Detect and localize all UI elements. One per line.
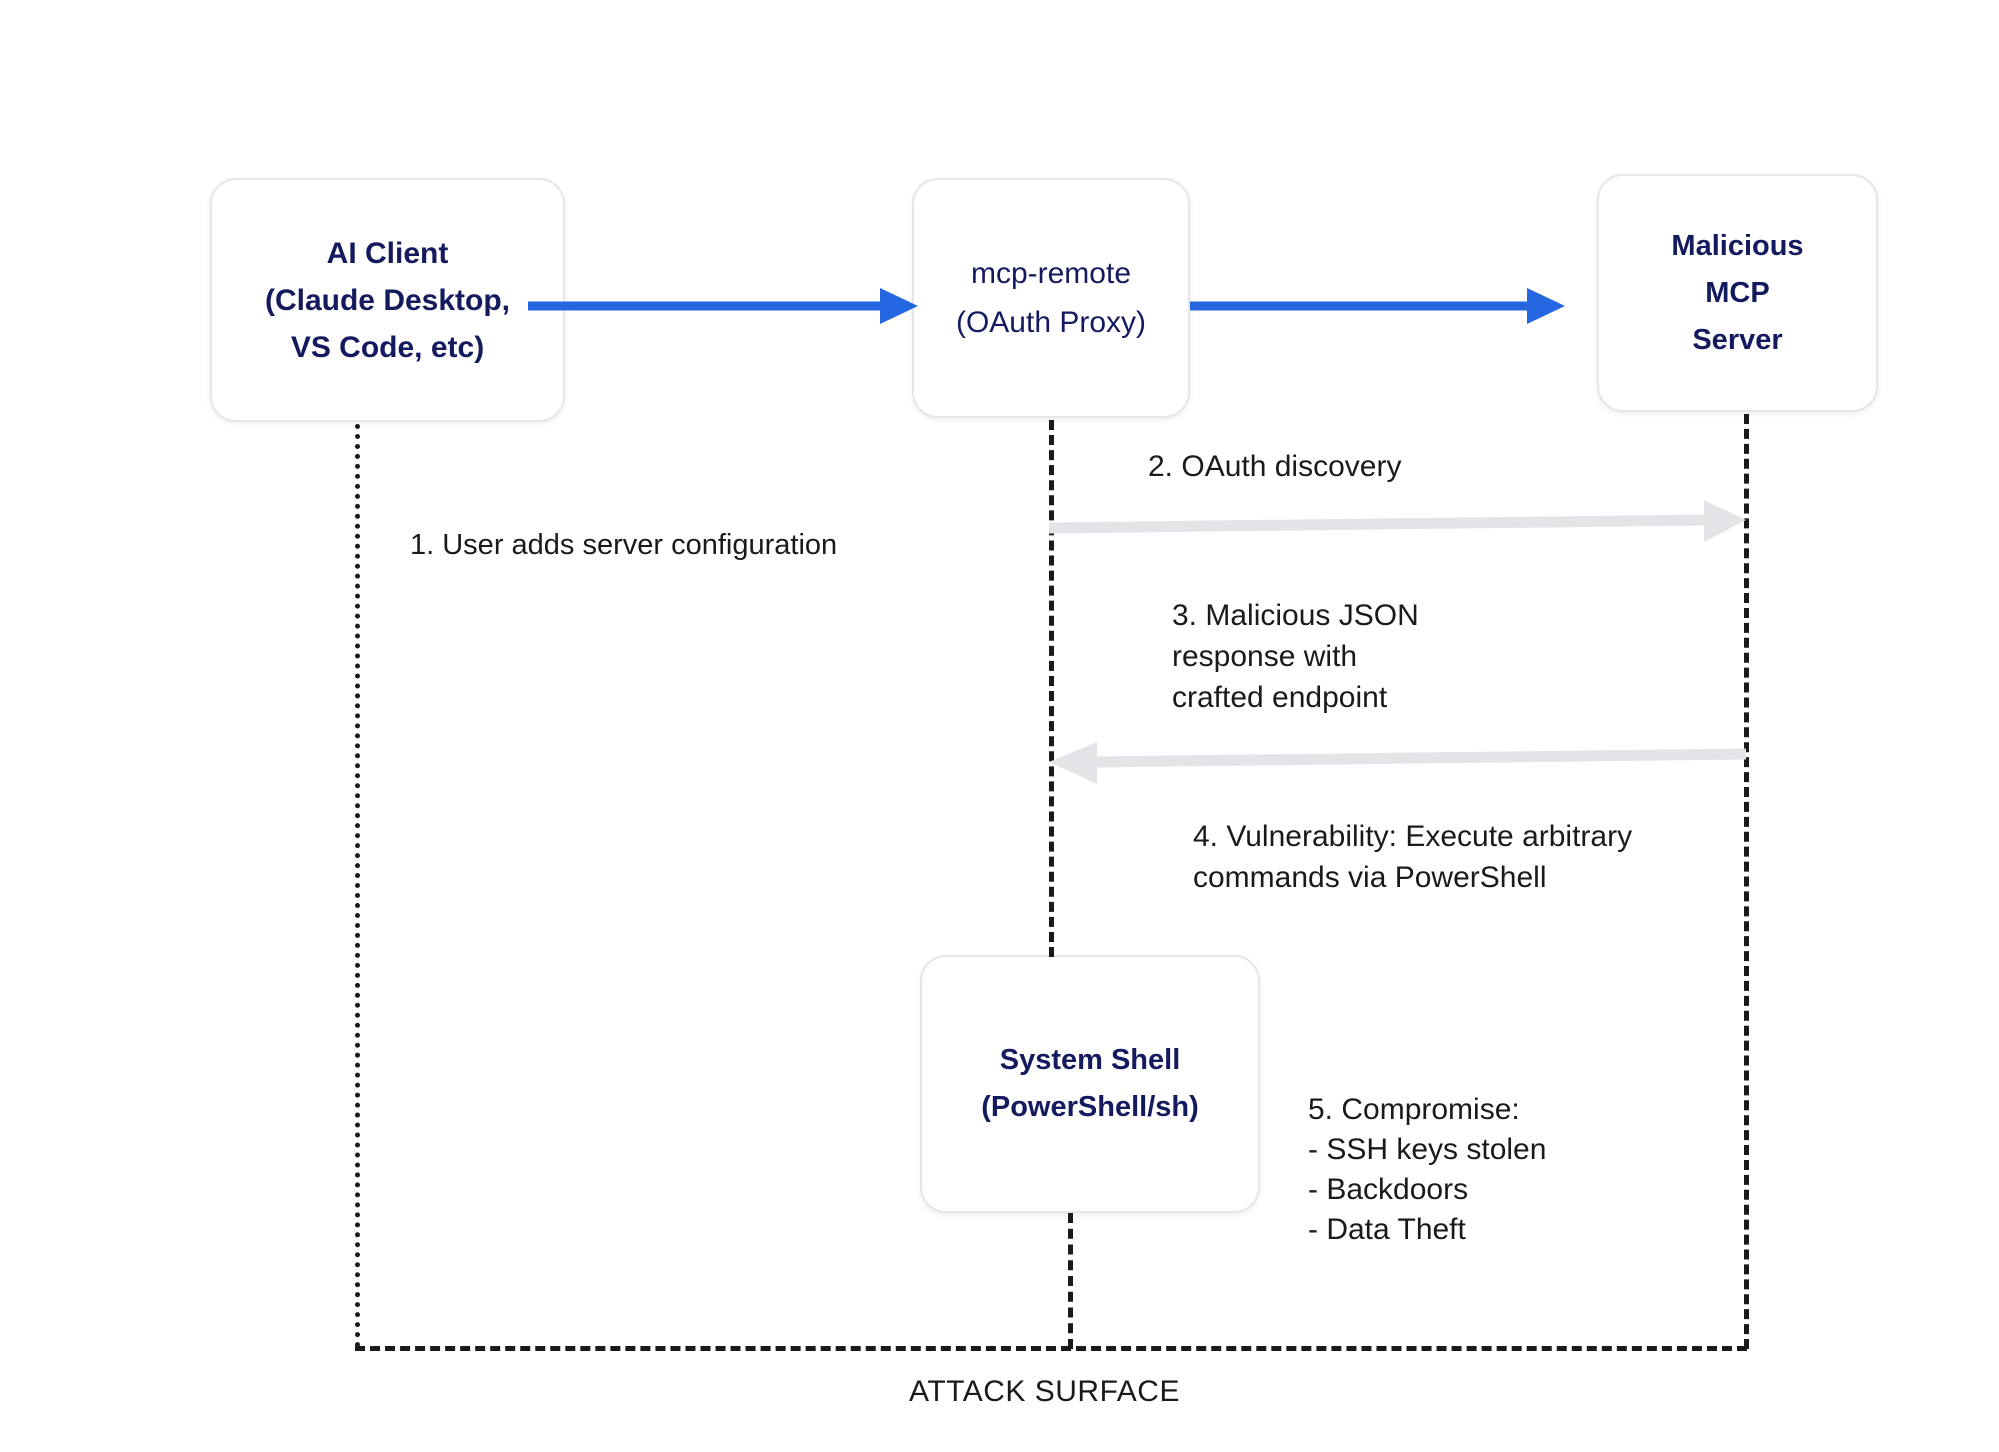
lifeline-system-shell: [1068, 1213, 1073, 1349]
node-mcp-remote-line-1: mcp-remote: [970, 257, 1132, 290]
attack-surface-label-text: ATTACK SURFACE: [909, 1375, 1180, 1408]
step-3-label: 3. Malicious JSON response with crafted …: [1172, 599, 1419, 714]
node-ai-client[interactable]: AI Client (Claude Desktop, VS Code, etc): [210, 178, 565, 422]
arrow-oauth-discovery: [1048, 498, 1746, 546]
attack-surface-boundary: [355, 1346, 1747, 1351]
attack-surface-label: ATTACK SURFACE: [0, 1375, 1999, 1409]
lifeline-mcp-remote: [1049, 420, 1054, 957]
arrow-client-to-proxy: [528, 284, 918, 328]
step-5-label: 5. Compromise: - SSH keys stolen - Backd…: [1308, 1093, 1547, 1246]
node-ai-client-line-2: (Claude Desktop,: [264, 283, 511, 317]
node-mcp-remote[interactable]: mcp-remote (OAuth Proxy): [912, 178, 1190, 418]
node-system-shell[interactable]: System Shell (PowerShell/sh): [920, 955, 1260, 1213]
node-malicious-mcp-server[interactable]: Malicious MCP Server: [1597, 174, 1878, 412]
node-malicious-mcp-server-line-3: Server: [1692, 323, 1783, 356]
node-ai-client-line-3: VS Code, etc): [290, 330, 485, 364]
step-2-label: 2. OAuth discovery: [1148, 450, 1402, 483]
arrow-malicious-json-response: [1049, 740, 1747, 788]
node-mcp-remote-line-2: (OAuth Proxy): [955, 306, 1147, 339]
node-ai-client-line-1: AI Client: [326, 236, 449, 270]
arrow-proxy-to-malicious-server: [1190, 284, 1565, 328]
lifeline-ai-client: [355, 424, 360, 1348]
lifeline-malicious-mcp-server: [1744, 414, 1749, 1349]
node-malicious-mcp-server-line-1: Malicious: [1671, 229, 1804, 262]
node-system-shell-line-2: (PowerShell/sh): [981, 1091, 1199, 1123]
step-1-label: 1. User adds server configuration: [410, 529, 838, 561]
node-system-shell-line-1: System Shell: [999, 1044, 1181, 1076]
node-malicious-mcp-server-line-2: MCP: [1705, 276, 1770, 309]
step-4-label: 4. Vulnerability: Execute arbitrary comm…: [1193, 820, 1633, 894]
